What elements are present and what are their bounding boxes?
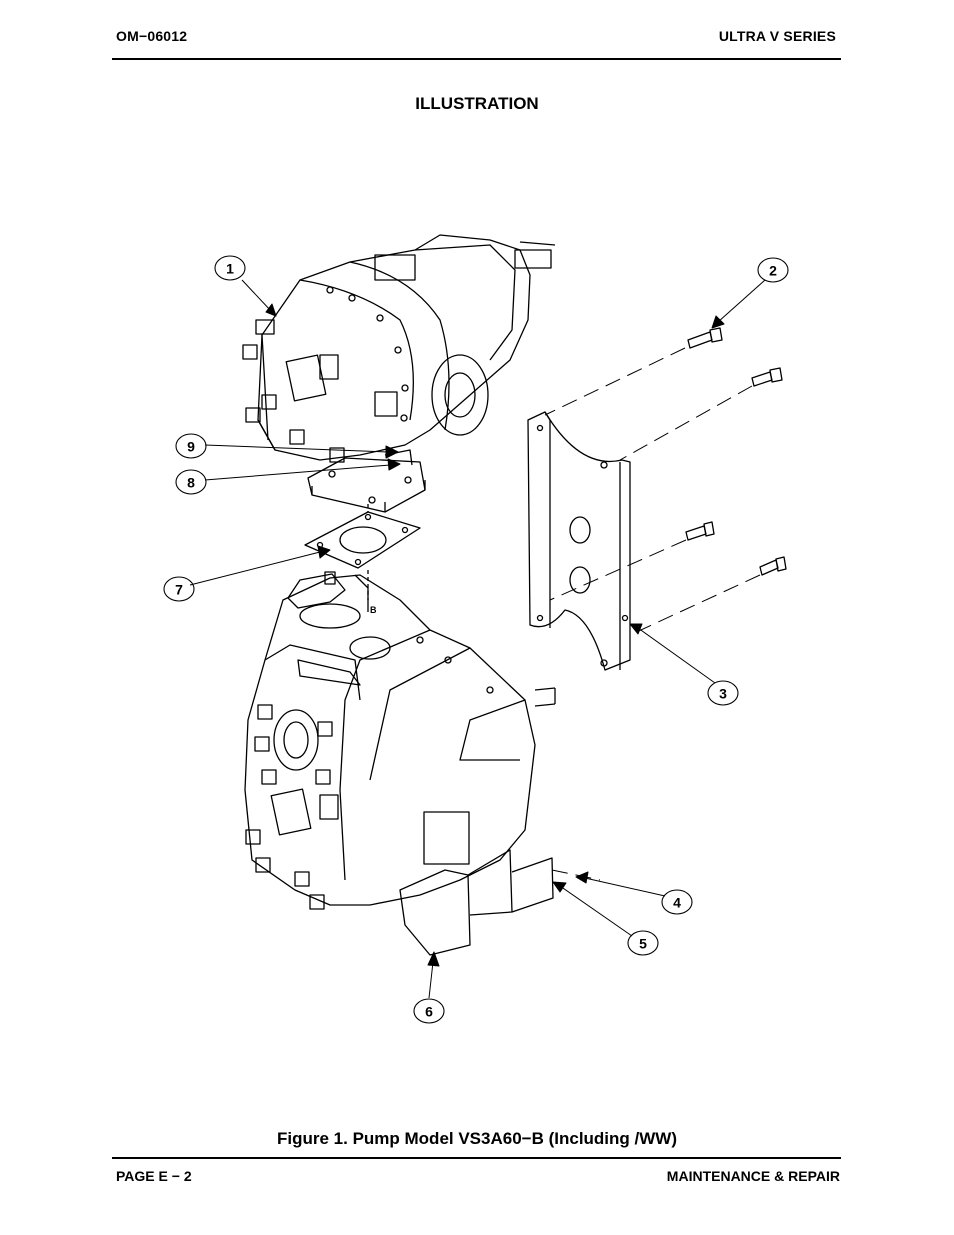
callout-6: 6 (413, 998, 445, 1024)
svg-text:3: 3 (719, 686, 727, 702)
figure-caption: Figure 1. Pump Model VS3A60−B (Including… (277, 1129, 677, 1148)
footer-rule (112, 1157, 841, 1159)
svg-text:B: B (370, 605, 377, 615)
svg-text:8: 8 (187, 475, 195, 491)
callout-9: 9 (175, 433, 207, 459)
lower-pump-body: B (244, 571, 556, 956)
page-number: PAGE E − 2 (116, 1168, 192, 1184)
mounting-bracket (527, 411, 631, 671)
callout-1: 1 (214, 255, 246, 281)
callout-2: 2 (757, 257, 789, 283)
explode-lines (544, 347, 761, 881)
section-name: MAINTENANCE & REPAIR (666, 1168, 840, 1184)
callout-3: 3 (707, 680, 739, 706)
svg-text:2: 2 (769, 263, 777, 279)
upper-drive-assembly (242, 234, 556, 513)
section-title: ILLUSTRATION (415, 94, 539, 113)
callout-8: 8 (175, 469, 207, 495)
svg-text:4: 4 (673, 895, 681, 911)
callout-5: 5 (627, 930, 659, 956)
svg-text:1: 1 (226, 261, 234, 277)
leader-lines (189, 279, 766, 999)
svg-text:9: 9 (187, 439, 195, 455)
svg-text:6: 6 (425, 1004, 433, 1020)
header-rule (112, 58, 841, 60)
series-name: ULTRA V SERIES (718, 28, 836, 44)
gasket (304, 504, 421, 600)
capscrews (685, 327, 787, 576)
callout-7: 7 (163, 576, 195, 602)
callout-4: 4 (661, 889, 693, 915)
svg-text:7: 7 (175, 582, 183, 598)
svg-text:5: 5 (639, 936, 647, 952)
document-number: OM−06012 (116, 28, 188, 44)
